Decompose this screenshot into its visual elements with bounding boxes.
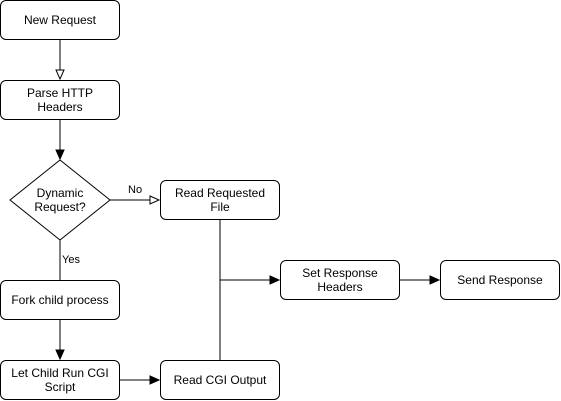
node-fork-child-process: Fork child process [0,280,120,320]
node-set-response-headers-label: Set Response Headers [302,266,378,294]
node-read-requested-file-label: Read Requested File [174,186,266,214]
node-parse-http-headers-label: Parse HTTP Headers [26,86,93,114]
node-send-response-label: Send Response [457,273,543,287]
node-read-requested-file: Read Requested File [160,180,280,220]
decision-diamond [9,159,111,241]
node-read-cgi-output-label: Read CGI Output [173,373,267,387]
node-dynamic-request: Dynamic Request? [20,180,100,220]
node-let-child-run-cgi-label: Let Child Run CGI Script [11,366,109,394]
node-send-response: Send Response [440,260,560,300]
node-read-cgi-output: Read CGI Output [160,360,280,400]
edge-label-yes: Yes [61,254,81,266]
node-new-request-label: New Request [23,13,97,27]
node-dynamic-request-label: Dynamic Request? [34,186,86,214]
edge-label-no: No [127,184,144,196]
node-parse-http-headers: Parse HTTP Headers [0,80,120,120]
node-let-child-run-cgi: Let Child Run CGI Script [0,360,120,400]
node-new-request: New Request [0,0,120,40]
node-fork-child-process-label: Fork child process [11,293,109,307]
node-set-response-headers: Set Response Headers [280,260,400,300]
